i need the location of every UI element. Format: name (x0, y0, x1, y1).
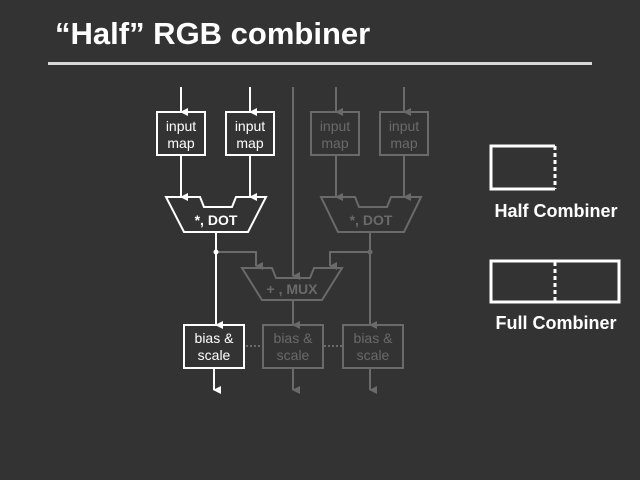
label: map (167, 135, 194, 151)
label: *, DOT (350, 212, 393, 228)
dot-unit-2: *, DOT (319, 196, 423, 233)
half-combiner-label: Half Combiner (494, 201, 617, 221)
bias-scale-box-3: bias & scale (342, 324, 404, 369)
label: scale (198, 347, 231, 363)
title-underline (48, 62, 592, 65)
label: + , MUX (267, 281, 319, 297)
label: bias & (195, 330, 235, 346)
active-paths (180, 87, 257, 394)
inactive-paths (216, 87, 411, 394)
label: bias & (274, 330, 314, 346)
label: scale (277, 347, 310, 363)
label: input (320, 118, 350, 134)
label: scale (357, 347, 390, 363)
slide-title: “Half” RGB combiner (55, 16, 371, 51)
full-combiner-legend: Full Combiner (489, 259, 621, 333)
dot-unit-1: *, DOT (164, 196, 268, 233)
label: *, DOT (195, 212, 238, 228)
label: input (389, 118, 419, 134)
bias-scale-box-2: bias & scale (262, 324, 324, 369)
input-map-box-2: input map (225, 111, 275, 156)
label: map (390, 135, 417, 151)
label: map (236, 135, 263, 151)
bias-scale-box-1: bias & scale (183, 324, 245, 369)
label: map (321, 135, 348, 151)
full-combiner-label: Full Combiner (496, 313, 617, 333)
label: input (166, 118, 196, 134)
input-map-box-4: input map (379, 111, 429, 156)
label: bias & (354, 330, 394, 346)
half-combiner-legend: Half Combiner (489, 144, 618, 221)
input-map-box-3: input map (310, 111, 360, 156)
mux-unit: + , MUX (240, 267, 344, 301)
input-map-box-1: input map (156, 111, 206, 156)
label: input (235, 118, 265, 134)
